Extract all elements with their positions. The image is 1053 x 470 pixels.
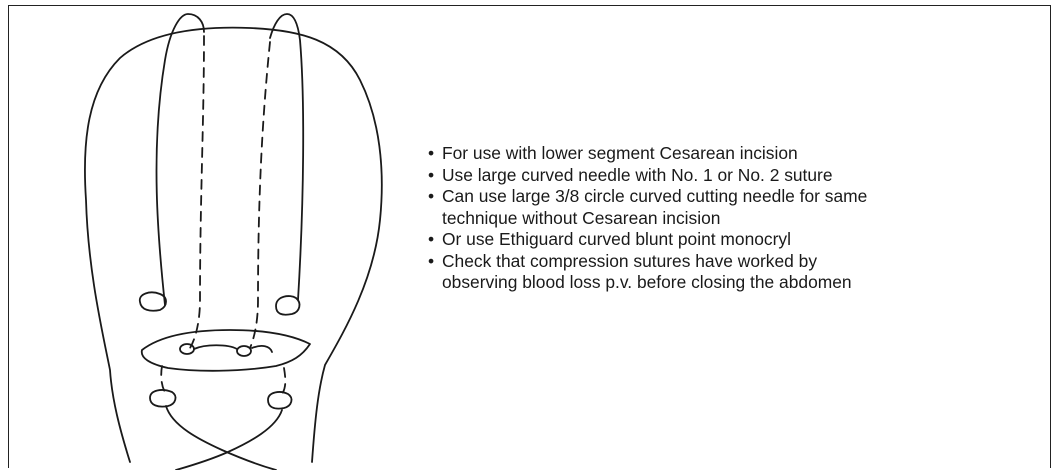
uterus-outline [85, 28, 382, 462]
left-upper-knot [140, 292, 166, 310]
left-lower-knot [150, 390, 175, 407]
right-entry-point [237, 346, 251, 356]
note-item: Check that compression sutures have work… [428, 251, 1028, 294]
right-lower-dashed-strand [282, 368, 285, 394]
note-text: Can use large 3/8 circle curved cutting … [442, 186, 867, 228]
left-suture-back-strand [190, 36, 204, 348]
right-lower-knot [268, 392, 291, 409]
right-suture-front-strand [270, 14, 303, 300]
note-text: Or use Ethiguard curved blunt point mono… [442, 229, 791, 249]
left-entry-point [180, 344, 194, 354]
note-text: Use large curved needle with No. 1 or No… [442, 165, 833, 185]
right-upper-knot [276, 296, 299, 315]
note-item: Use large curved needle with No. 1 or No… [428, 165, 1028, 187]
note-text: For use with lower segment Cesarean inci… [442, 143, 798, 163]
left-suture-front-strand [156, 14, 204, 305]
note-item: For use with lower segment Cesarean inci… [428, 143, 1028, 165]
left-crossing-strand [166, 406, 276, 470]
technique-notes-list: For use with lower segment Cesarean inci… [428, 143, 1028, 294]
note-item: Or use Ethiguard curved blunt point mono… [428, 229, 1028, 251]
uterus-suture-drawing [0, 0, 420, 470]
lower-segment-incision [142, 330, 310, 371]
right-crossing-strand [176, 410, 282, 470]
note-item: Can use large 3/8 circle curved cutting … [428, 186, 1028, 229]
right-inner-curve [252, 346, 272, 352]
note-text: Check that compression sutures have work… [442, 251, 852, 293]
right-suture-back-strand [250, 42, 270, 348]
incision-inner-line [194, 345, 237, 349]
